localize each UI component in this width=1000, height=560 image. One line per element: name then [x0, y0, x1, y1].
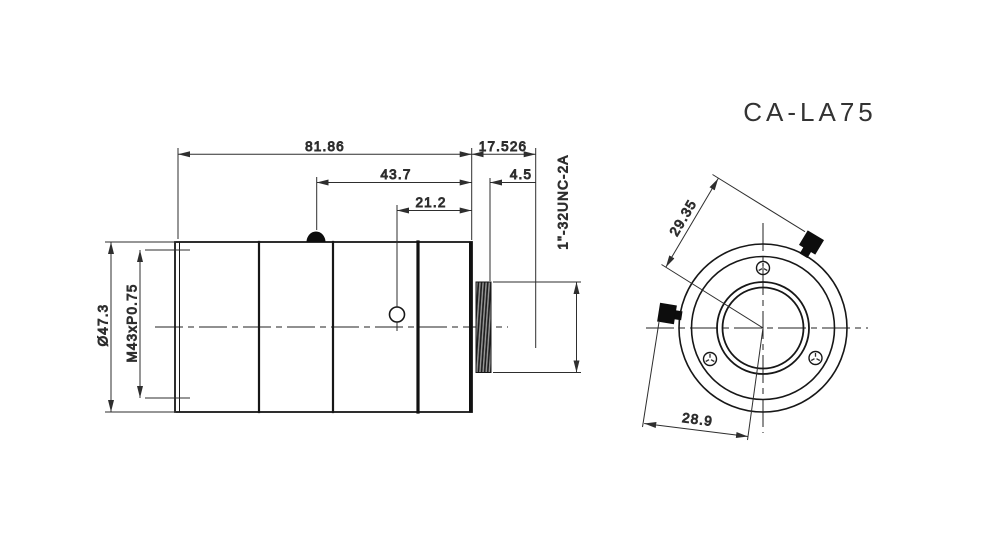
thread-length-label: 4.5 — [510, 167, 532, 182]
lock-screw-to-flange-label: 43.7 — [380, 167, 411, 182]
left-thumbscrew-offset-label: 28.9 — [681, 410, 714, 429]
front-filter-thread-label: M43xP0.75 — [125, 283, 140, 362]
dim-overall-length: 81.86 — [177, 139, 473, 240]
phillips-screw-top — [755, 260, 771, 276]
outer-diameter-label: Ø47.3 — [96, 304, 111, 347]
dim-flange-distance: 17.526 — [471, 139, 537, 348]
set-screw-to-flange-label: 21.2 — [415, 195, 446, 210]
outer-rim-circle — [678, 243, 848, 413]
drawing-title: CA-LA75 — [743, 97, 877, 127]
phillips-screw-bottom-left — [702, 351, 718, 367]
dim-left-thumbscrew-offset: 28.9 — [642, 321, 764, 441]
face-plate-circle — [690, 255, 836, 401]
flange-distance-label: 17.526 — [479, 139, 528, 154]
dim-front-filter-thread: M43xP0.75 — [124, 249, 190, 399]
dim-mount-thread: 1"-32UNC-2A — [493, 154, 581, 373]
bore-ring-circle — [716, 281, 810, 375]
side-view: 81.86 17.526 43.7 4.5 21.2 — [95, 139, 581, 414]
thumbscrew-upper-right — [798, 230, 825, 259]
c-mount-thread — [475, 281, 492, 373]
phillips-screw-bottom-right — [808, 350, 823, 366]
top-lock-screw — [306, 231, 326, 242]
bore-circle — [721, 286, 805, 370]
thumbscrew-left — [657, 302, 683, 325]
mount-thread-label: 1"-32UNC-2A — [556, 154, 571, 249]
set-screw-hole — [388, 306, 406, 323]
dim-set-screw-to-flange: 21.2 — [396, 195, 472, 331]
dim-outer-diameter: Ø47.3 — [95, 241, 176, 413]
dim-thread-length: 4.5 — [489, 167, 536, 281]
overall-length-label: 81.86 — [305, 139, 345, 154]
front-view: 29.35 28.9 — [642, 174, 868, 441]
dim-lock-screw-to-flange: 43.7 — [316, 167, 472, 230]
